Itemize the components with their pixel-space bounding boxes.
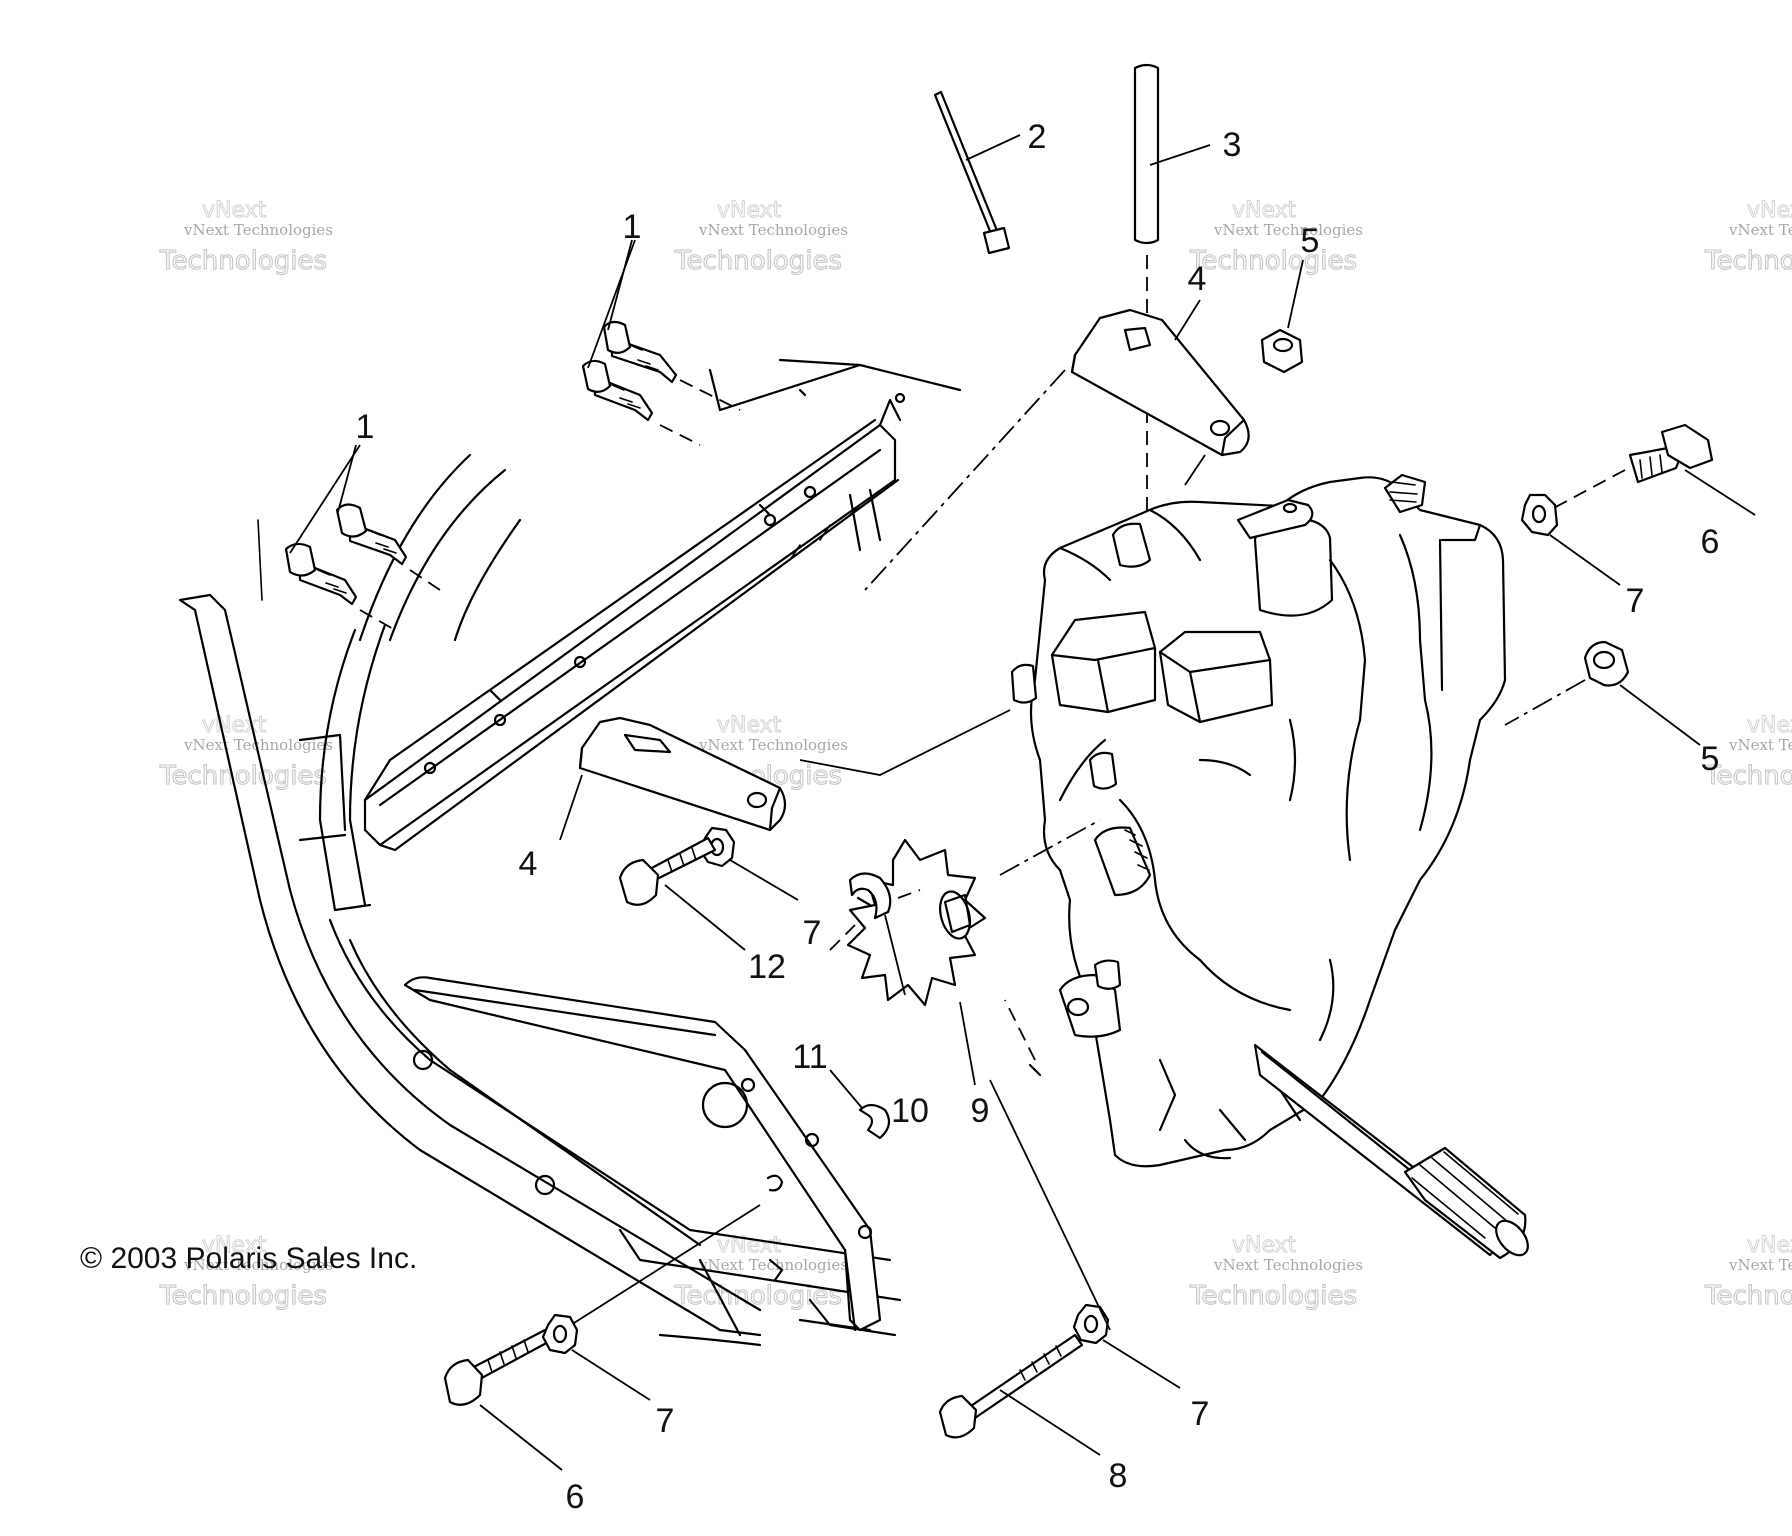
watermark: vNext vNext Technologies Technologies bbox=[158, 1233, 333, 1312]
callout-2: 2 bbox=[1028, 118, 1047, 156]
watermark-text: vNext bbox=[1232, 1233, 1297, 1258]
callout-4: 4 bbox=[519, 845, 538, 883]
chassis-frame bbox=[178, 453, 902, 1347]
callout-8: 8 bbox=[1109, 1457, 1128, 1495]
watermark-text: vNext bbox=[717, 198, 782, 223]
watermark-text: vNext bbox=[202, 713, 267, 738]
hex-bolt-12 bbox=[618, 836, 746, 951]
watermark-text: vNext bbox=[717, 1233, 782, 1258]
watermark-text: Technologies bbox=[674, 246, 842, 276]
watermark-text: Technologies bbox=[1189, 246, 1357, 276]
lock-washer-7-right bbox=[1520, 493, 1621, 586]
callout-9: 9 bbox=[971, 1092, 990, 1130]
callout-1: 1 bbox=[356, 408, 375, 446]
callout-7: 7 bbox=[1191, 1395, 1210, 1433]
gearbox-housing bbox=[1010, 473, 1529, 1260]
watermark-text: vNext Technologies bbox=[1728, 1256, 1792, 1274]
watermark-text: vNext Technologies bbox=[1213, 1256, 1363, 1274]
watermark-text: vNext bbox=[1747, 198, 1792, 223]
callout-5: 5 bbox=[1701, 740, 1720, 778]
watermark-text: vNext bbox=[717, 713, 782, 738]
callout-10: 10 bbox=[891, 1092, 929, 1130]
callout-11: 11 bbox=[792, 1038, 827, 1076]
watermark: vNext vNext Technologies Technologies bbox=[1703, 198, 1792, 277]
flange-nut-5-right bbox=[1504, 640, 1701, 746]
watermark: vNext vNext Technologies Technologies bbox=[1703, 713, 1792, 792]
watermark-text: Technologies bbox=[1704, 761, 1792, 791]
watermark-text: vNext Technologies bbox=[698, 736, 848, 754]
lock-washer-7-bottom-left bbox=[541, 1313, 651, 1401]
arm-bracket-4-lower bbox=[559, 709, 1011, 841]
hex-bolt-6-bottom bbox=[443, 1204, 761, 1471]
clip-11 bbox=[829, 924, 891, 1140]
watermark-text: vNext Technologies bbox=[1728, 736, 1792, 754]
callout-6: 6 bbox=[566, 1478, 585, 1516]
watermark-text: Technologies bbox=[1704, 1281, 1792, 1311]
watermark-text: vNext Technologies bbox=[698, 1256, 848, 1274]
callout-7: 7 bbox=[656, 1402, 675, 1440]
flange-bolt bbox=[284, 542, 358, 606]
flange-bolt bbox=[581, 359, 654, 422]
watermark-text: Technologies bbox=[159, 246, 327, 276]
callout-5: 5 bbox=[1301, 222, 1320, 260]
callout-labels: 1 1 2 3 4 4 5 5 6 6 7 7 7 7 8 9 10 11 12 bbox=[356, 118, 1720, 1516]
long-bolt-2 bbox=[933, 90, 1021, 255]
watermark-text: vNext bbox=[1747, 713, 1792, 738]
callout-7: 7 bbox=[803, 914, 822, 952]
watermark-text: vNext Technologies bbox=[183, 1256, 333, 1274]
watermark-text: Technologies bbox=[674, 1281, 842, 1311]
mounting-rail bbox=[363, 358, 962, 852]
long-bolt-8 bbox=[938, 999, 1111, 1456]
callout-7: 7 bbox=[1626, 582, 1645, 620]
watermark-text: Technologies bbox=[159, 761, 327, 791]
watermarks: vNext vNext Technologies Technologies vN… bbox=[158, 198, 1792, 1312]
lock-washer-7-left bbox=[698, 826, 799, 901]
hex-nut-5-top bbox=[1260, 259, 1304, 374]
watermark: vNext vNext Technologies Technologies bbox=[158, 198, 333, 277]
watermark-text: vNext Technologies bbox=[1213, 221, 1363, 239]
callout-4: 4 bbox=[1188, 260, 1207, 298]
watermark: vNext vNext Technologies Technologies bbox=[1188, 198, 1363, 277]
lock-washer-7-bottom-right bbox=[1072, 1303, 1181, 1389]
watermark: vNext vNext Technologies Technologies bbox=[673, 198, 848, 277]
arm-bracket-4-upper bbox=[864, 299, 1250, 591]
callout-1: 1 bbox=[623, 208, 642, 246]
small-clip bbox=[766, 1063, 1042, 1192]
flange-bolt bbox=[335, 503, 408, 566]
watermark-text: vNext Technologies bbox=[1728, 221, 1792, 239]
snap-ring-10 bbox=[848, 872, 921, 996]
watermark: vNext vNext Technologies Technologies bbox=[158, 713, 333, 792]
watermark-text: vNext Technologies bbox=[698, 221, 848, 239]
hex-bolt-6-right bbox=[1549, 423, 1756, 516]
watermark: vNext vNext Technologies Technologies bbox=[1188, 1233, 1363, 1312]
watermark: vNext vNext Technologies Technologies bbox=[1703, 1233, 1792, 1312]
sprocket-9 bbox=[846, 819, 1101, 1086]
copyright-notice: © 2003 Polaris Sales Inc. bbox=[80, 1242, 417, 1275]
callout-3: 3 bbox=[1223, 126, 1242, 164]
watermark: vNext vNext Technologies Technologies bbox=[673, 1233, 848, 1312]
watermark-text: vNext bbox=[1747, 1233, 1792, 1258]
bolt-1-group bbox=[284, 239, 741, 631]
watermark-text: vNext bbox=[1232, 198, 1297, 223]
watermark-text: Technologies bbox=[1704, 246, 1792, 276]
callout-12: 12 bbox=[748, 948, 786, 986]
flange-bolt bbox=[602, 320, 678, 384]
watermark-text: Technologies bbox=[1189, 1281, 1357, 1311]
watermark-text: vNext bbox=[202, 1233, 267, 1258]
watermark-text: vNext bbox=[202, 198, 267, 223]
watermark-text: Technologies bbox=[159, 1281, 327, 1311]
watermark-text: vNext Technologies bbox=[183, 221, 333, 239]
lower-bracket bbox=[403, 976, 882, 1332]
watermark-text: vNext Technologies bbox=[183, 736, 333, 754]
callout-6: 6 bbox=[1701, 523, 1720, 561]
